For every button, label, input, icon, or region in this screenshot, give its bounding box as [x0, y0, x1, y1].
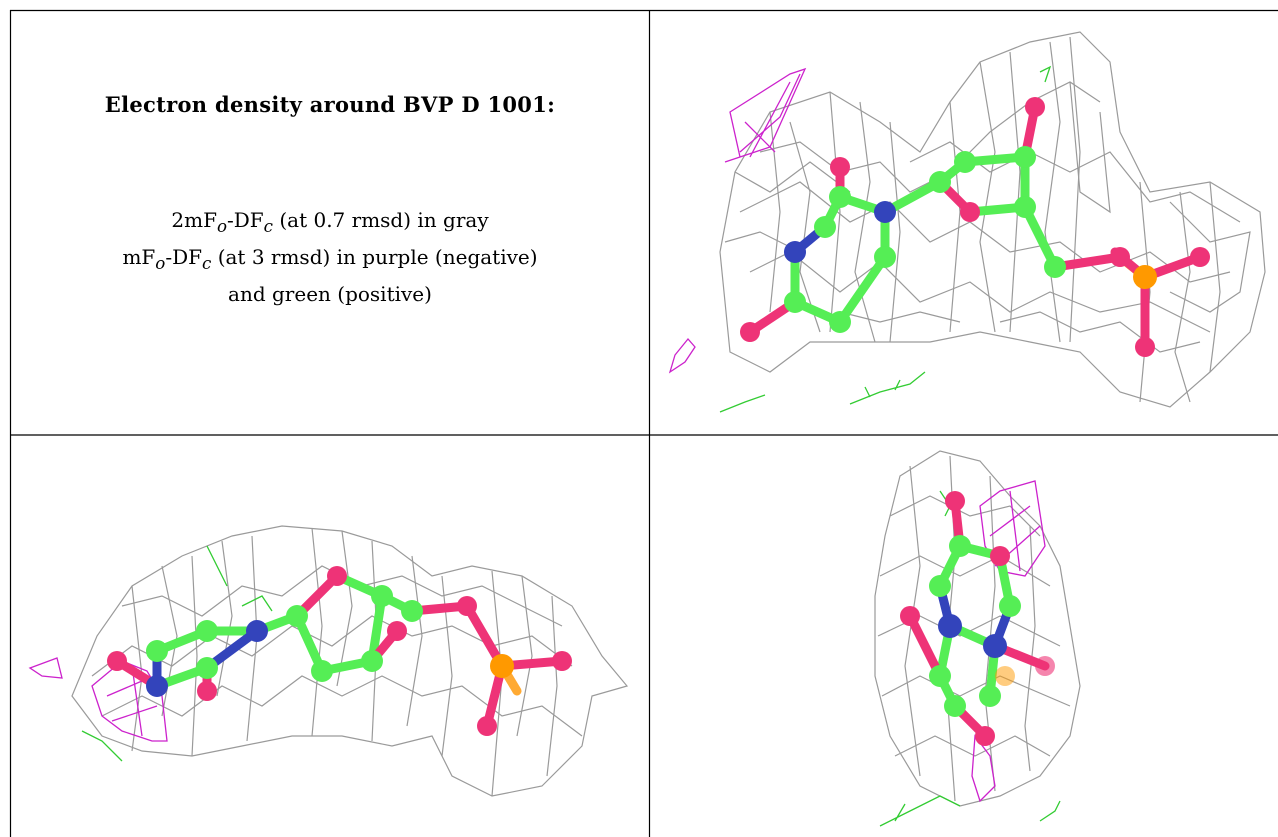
bonds: [905, 496, 1050, 741]
density-mesh-negative: [971, 480, 1046, 803]
density-mesh-negative: [28, 657, 168, 742]
density-view-bottom-right: [650, 436, 1276, 837]
density-view-top-right: [650, 12, 1276, 434]
caption-title: Electron density around BVP D 1001:: [104, 92, 556, 117]
caption-legend: 2mFo-DFc (at 0.7 rmsd) in gray mFo-DFc (…: [12, 205, 648, 310]
molecule-render: [874, 450, 1081, 827]
legend-line-2fofc: 2mFo-DFc (at 0.7 rmsd) in gray: [171, 208, 489, 236]
caption-panel: Electron density around BVP D 1001: 2mFo…: [12, 12, 648, 434]
bonds: [112, 571, 567, 731]
legend-line-positive: and green (positive): [228, 282, 432, 306]
atoms: [900, 491, 1055, 746]
atoms: [107, 566, 572, 736]
density-mesh-gray: [71, 525, 629, 797]
molecule-render: [668, 31, 1266, 413]
density-mesh-negative: [668, 67, 807, 374]
atoms: [740, 97, 1210, 357]
density-mesh-positive: [879, 490, 1061, 827]
density-mesh-positive: [719, 65, 1052, 413]
density-view-bottom-left: [12, 436, 648, 837]
molecule-render: [28, 525, 629, 797]
density-mesh-positive: [81, 545, 273, 762]
density-mesh-gray: [719, 31, 1266, 408]
density-mesh-gray: [874, 450, 1081, 807]
legend-line-fofc: mFo-DFc (at 3 rmsd) in purple (negative): [122, 245, 538, 273]
